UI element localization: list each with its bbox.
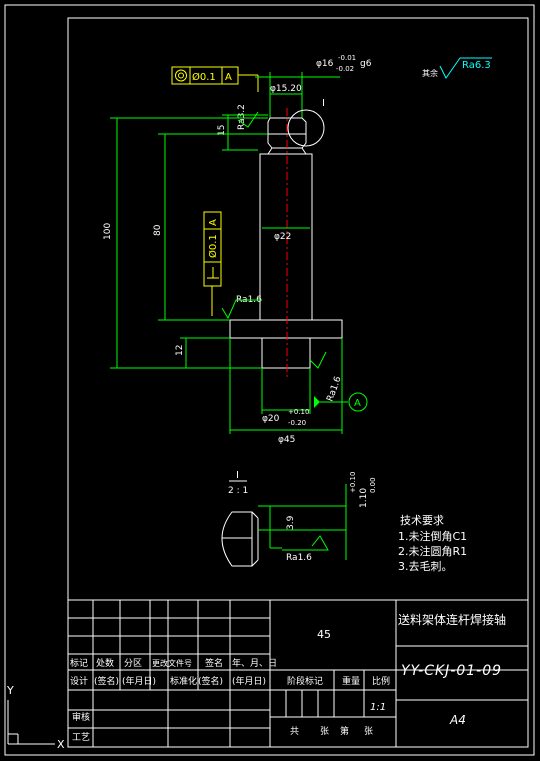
ucs-icon xyxy=(7,700,55,745)
total-label: 共 xyxy=(290,726,299,737)
rough-seat-symbol xyxy=(309,351,327,369)
sheets-label: 张 xyxy=(320,726,329,737)
fit-tol-upper: -0.01 xyxy=(338,54,356,62)
col-sign: 签名 xyxy=(205,657,223,669)
flange-dia: φ45 xyxy=(278,435,295,445)
detail-rough-symbol xyxy=(282,535,329,551)
coax-datum: A xyxy=(225,72,232,83)
material: 45 xyxy=(317,628,331,641)
bottom-len: 12 xyxy=(175,345,185,356)
groove-tol-upper: +0.10 xyxy=(349,472,357,493)
rough-seat: Ra1.6 xyxy=(325,375,343,403)
note-line: 3.去毛刺。 xyxy=(398,560,453,573)
ucs-y: Y xyxy=(6,684,14,697)
groove-tol-lower: 0.00 xyxy=(369,477,377,493)
detail-rough: Ra1.6 xyxy=(286,553,312,563)
perp-gdt-frame: A Ø0.1 xyxy=(203,211,222,316)
design-label: 设计 xyxy=(70,675,88,687)
col-doc: 更改文件号 xyxy=(152,658,192,668)
seat-tol-lower: -0.20 xyxy=(288,419,306,427)
col-count: 处数 xyxy=(96,657,114,669)
part-name: 送料架体连杆焊接轴 xyxy=(398,612,506,627)
note-line: 1.未注倒角C1 xyxy=(398,529,467,543)
head-len: 15 xyxy=(217,125,227,136)
general-rough-label: 其余 xyxy=(422,68,438,78)
scale-value: 1:1 xyxy=(370,702,386,713)
ratio-label: 比例 xyxy=(372,675,390,687)
seat-dia: φ20 xyxy=(262,414,280,424)
detail-circle xyxy=(287,109,325,147)
col-date: 年、月、日 xyxy=(232,657,277,669)
detail-part xyxy=(221,511,259,567)
perp-datum: A xyxy=(208,219,219,226)
detail-marker: I xyxy=(322,98,325,109)
ucs-x: X xyxy=(57,738,65,751)
perp-value: Ø0.1 xyxy=(207,234,219,258)
groove-width: 1.10 xyxy=(359,488,369,508)
design-sign: (签名) xyxy=(94,675,119,687)
datum-letter: A xyxy=(354,398,361,409)
sheet-unit-label: 张 xyxy=(364,726,373,737)
groove-depth: 3.9 xyxy=(286,515,296,530)
design-date: (年月日) xyxy=(122,675,156,687)
detail-title: I xyxy=(236,470,239,481)
head-dia: φ15.20 xyxy=(270,84,302,94)
process-label: 工艺 xyxy=(72,732,90,743)
review-label: 审核 xyxy=(72,711,90,723)
coax-gdt-frame: Ø0.1 A xyxy=(171,66,259,92)
outer-frame xyxy=(4,4,535,756)
col-zone: 分区 xyxy=(124,658,142,669)
inner-frame xyxy=(67,17,529,748)
fit-dim: φ16 xyxy=(316,59,334,69)
drawing-no: YY-CKJ-01-09 xyxy=(401,663,502,679)
general-rough-symbol xyxy=(439,57,492,79)
title-block xyxy=(67,599,529,748)
sheet-no-label: 第 xyxy=(340,725,349,737)
col-mark: 标记 xyxy=(70,657,88,669)
sheet-size: A4 xyxy=(449,713,466,727)
coax-value: Ø0.1 xyxy=(192,71,216,83)
stage-label: 阶段标记 xyxy=(287,675,323,687)
general-rough-value: Ra6.3 xyxy=(462,60,491,71)
fit-tol-lower: -0.02 xyxy=(336,65,354,73)
datum-triangle xyxy=(314,396,320,408)
std-label: 标准化 xyxy=(170,675,197,687)
chamfer-rough-symbol xyxy=(237,111,259,128)
weight-label: 重量 xyxy=(342,675,360,687)
std-sign: (签名) xyxy=(198,675,223,687)
mid-len: 80 xyxy=(153,224,163,236)
fit-grade: g6 xyxy=(360,59,372,69)
seat-tol-upper: +0.10 xyxy=(288,408,309,416)
shaft-dia: φ22 xyxy=(274,232,291,242)
notes-title: 技术要求 xyxy=(400,514,444,527)
note-line: 2.未注圆角R1 xyxy=(398,544,467,558)
chamfer-rough: Ra3.2 xyxy=(237,104,247,130)
coaxiality-icon xyxy=(175,69,187,82)
rough-shaft-symbol xyxy=(221,299,262,320)
datum-circle xyxy=(348,392,368,412)
detail-scale: 2 : 1 xyxy=(228,486,248,496)
std-date: (年月日) xyxy=(232,675,266,687)
total-len: 100 xyxy=(103,223,113,240)
shaft-part xyxy=(229,117,343,369)
